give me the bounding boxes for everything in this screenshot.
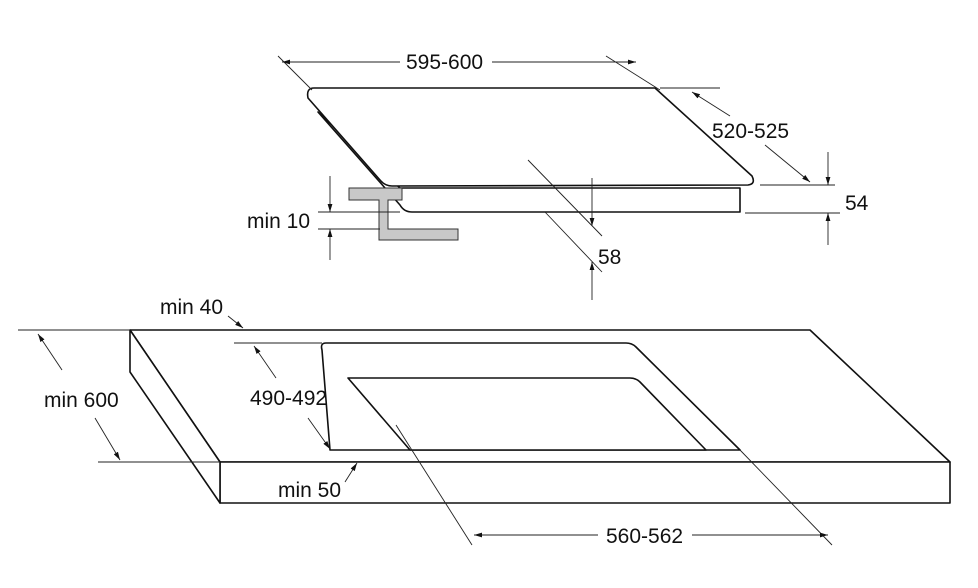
dimension-hob-depth: 520-525 <box>660 87 835 186</box>
dimension-back-margin: min 40 <box>160 296 244 329</box>
hob-glass-top <box>306 87 755 187</box>
dimension-cutout-width: 560-562 <box>395 424 833 548</box>
dimension-min-clearance: min 10 <box>247 176 400 260</box>
countertop-depth-label: min 600 <box>44 389 119 412</box>
min-clearance-label: min 10 <box>247 210 310 233</box>
dimension-hob-height: 54 <box>745 152 869 245</box>
hob-body <box>317 111 741 213</box>
bracket <box>348 187 459 241</box>
countertop <box>129 329 951 504</box>
dimension-cutout-depth: 490-492 <box>234 342 331 450</box>
back-margin-label: min 40 <box>160 296 223 319</box>
front-margin-label: min 50 <box>278 479 341 502</box>
hob <box>306 87 755 241</box>
hob-depth-label: 520-525 <box>712 120 789 143</box>
cutout-width-label: 560-562 <box>606 525 683 548</box>
dimension-installation-depth: 58 <box>527 159 621 300</box>
dimension-front-margin: min 50 <box>278 462 358 502</box>
installation-depth-label: 58 <box>598 246 621 269</box>
cutout-inner-wall <box>347 377 707 451</box>
cutout-depth-label: 490-492 <box>250 387 327 410</box>
hob-height-label: 54 <box>845 192 869 215</box>
hob-width-label: 595-600 <box>406 51 483 74</box>
dimension-countertop-depth: min 600 <box>18 329 220 463</box>
dimension-hob-width: 595-600 <box>277 51 661 91</box>
